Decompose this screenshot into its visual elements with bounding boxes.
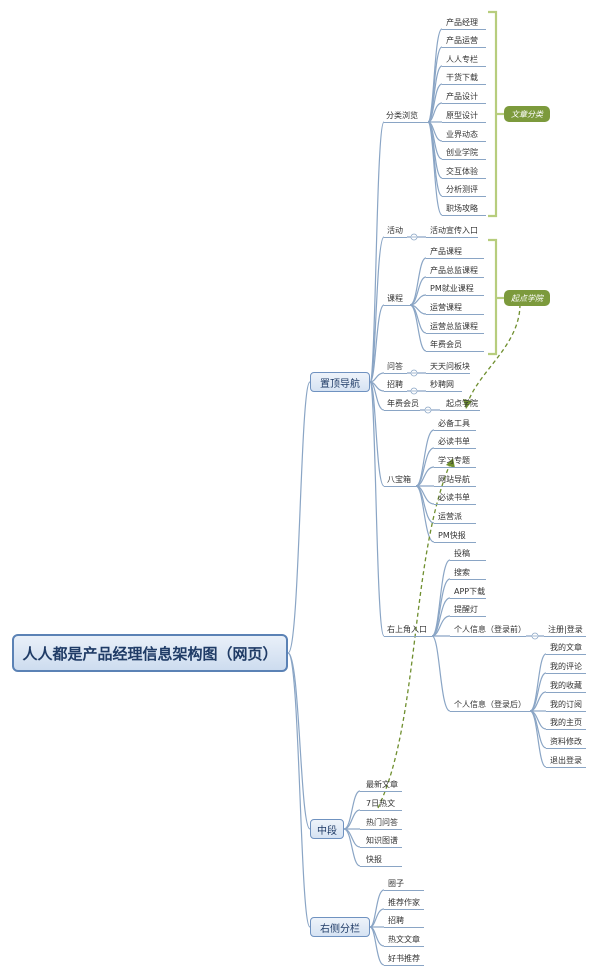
right-column-item[interactable]: 圈子 bbox=[388, 879, 404, 888]
account-menu-item[interactable]: 退出登录 bbox=[550, 756, 582, 765]
category-item[interactable]: 职场攻略 bbox=[446, 204, 478, 213]
top-right-entry-node[interactable]: 右上角入口 bbox=[387, 625, 427, 634]
category-item[interactable]: 交互体验 bbox=[446, 167, 478, 176]
register-login-link[interactable]: 注册|登录 bbox=[548, 625, 583, 634]
middle-item[interactable]: 知识图谱 bbox=[366, 836, 398, 845]
category-item[interactable]: 分析测评 bbox=[446, 185, 478, 194]
right-column-item[interactable]: 好书推荐 bbox=[388, 954, 420, 963]
account-menu-item[interactable]: 我的订阅 bbox=[550, 700, 582, 709]
course-item[interactable]: 运营课程 bbox=[430, 303, 462, 312]
activity-promo-entry[interactable]: 活动宣传入口 bbox=[430, 226, 478, 235]
jobs-node[interactable]: 招聘 bbox=[387, 380, 403, 389]
category-item[interactable]: 产品设计 bbox=[446, 92, 478, 101]
right-column-item[interactable]: 招聘 bbox=[388, 916, 404, 925]
middle-item[interactable]: 快报 bbox=[366, 855, 382, 864]
treasure-box-node[interactable]: 八宝箱 bbox=[387, 475, 411, 484]
course-item[interactable]: 年费会员 bbox=[430, 340, 462, 349]
category-item[interactable]: 业界动态 bbox=[446, 130, 478, 139]
category-item[interactable]: 创业学院 bbox=[446, 148, 478, 157]
top-nav-node[interactable]: 置顶导航 bbox=[310, 372, 370, 392]
account-menu-item[interactable]: 我的文章 bbox=[550, 643, 582, 652]
course-item[interactable]: 产品课程 bbox=[430, 247, 462, 256]
membership-node[interactable]: 年费会员 bbox=[387, 399, 419, 408]
treasure-item[interactable]: 必读书单 bbox=[438, 493, 470, 502]
profile-after-login-node[interactable]: 个人信息（登录后） bbox=[454, 700, 526, 709]
top-right-item[interactable]: APP下载 bbox=[454, 587, 486, 596]
right-column-node[interactable]: 右侧分栏 bbox=[310, 917, 370, 937]
right-column-item[interactable]: 推荐作家 bbox=[388, 898, 420, 907]
right-column-item[interactable]: 热文文章 bbox=[388, 935, 420, 944]
account-menu-item[interactable]: 我的主页 bbox=[550, 718, 582, 727]
course-item[interactable]: 产品总监课程 bbox=[430, 266, 478, 275]
middle-node[interactable]: 中段 bbox=[310, 819, 344, 839]
treasure-item[interactable]: 学习专题 bbox=[438, 456, 470, 465]
top-right-item[interactable]: 提醒灯 bbox=[454, 605, 478, 614]
treasure-item[interactable]: 运营派 bbox=[438, 512, 462, 521]
top-right-item[interactable]: 投稿 bbox=[454, 549, 470, 558]
category-item[interactable]: 人人专栏 bbox=[446, 55, 478, 64]
daily-qa-section[interactable]: 天天问板块 bbox=[430, 362, 470, 371]
category-item[interactable]: 原型设计 bbox=[446, 111, 478, 120]
root-node[interactable]: 人人都是产品经理信息架构图（网页） bbox=[12, 634, 288, 672]
course-item[interactable]: PM就业课程 bbox=[430, 284, 474, 293]
account-menu-item[interactable]: 我的收藏 bbox=[550, 681, 582, 690]
qidian-academy-node[interactable]: 起点学院 bbox=[446, 399, 478, 408]
account-menu-item[interactable]: 资料修改 bbox=[550, 737, 582, 746]
article-category-tag[interactable]: 文章分类 bbox=[504, 106, 550, 122]
courses-node[interactable]: 课程 bbox=[387, 294, 403, 303]
treasure-item[interactable]: 网站导航 bbox=[438, 475, 470, 484]
profile-before-login-node[interactable]: 个人信息（登录前） bbox=[454, 625, 526, 634]
account-menu-item[interactable]: 我的评论 bbox=[550, 662, 582, 671]
category-item[interactable]: 干货下载 bbox=[446, 73, 478, 82]
top-right-item[interactable]: 搜索 bbox=[454, 568, 470, 577]
middle-item[interactable]: 7日热文 bbox=[366, 799, 396, 808]
category-item[interactable]: 产品经理 bbox=[446, 18, 478, 27]
category-browse-node[interactable]: 分类浏览 bbox=[386, 111, 418, 120]
middle-item[interactable]: 热门问答 bbox=[366, 818, 398, 827]
treasure-item[interactable]: 必备工具 bbox=[438, 419, 470, 428]
course-item[interactable]: 运营总监课程 bbox=[430, 322, 478, 331]
category-item[interactable]: 产品运营 bbox=[446, 36, 478, 45]
treasure-item[interactable]: PM快报 bbox=[438, 531, 466, 540]
qidian-academy-tag[interactable]: 起点学院 bbox=[504, 290, 550, 306]
activity-node[interactable]: 活动 bbox=[387, 226, 403, 235]
miaopin-site[interactable]: 秒聘网 bbox=[430, 380, 454, 389]
qa-node[interactable]: 问答 bbox=[387, 362, 403, 371]
treasure-item[interactable]: 必读书单 bbox=[438, 437, 470, 446]
middle-item[interactable]: 最新文章 bbox=[366, 780, 398, 789]
